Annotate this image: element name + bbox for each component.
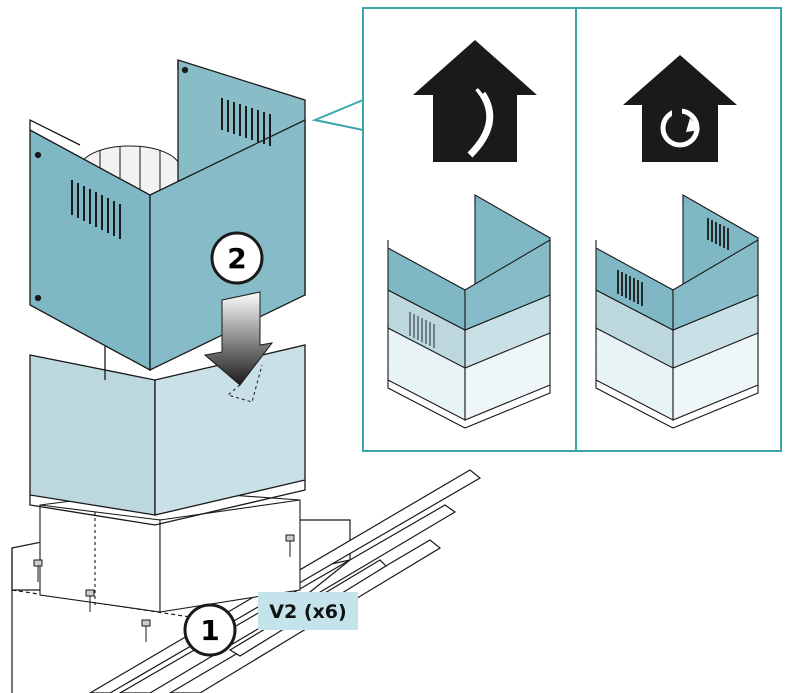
step-2-badge: 2 bbox=[210, 231, 264, 285]
step-2-number: 2 bbox=[227, 242, 246, 275]
screw-label: V2 (x6) bbox=[269, 601, 346, 623]
screw bbox=[85, 589, 95, 612]
vent-grille bbox=[221, 98, 271, 146]
step-1-number: 1 bbox=[200, 614, 219, 647]
house-exhaust-icon bbox=[413, 40, 537, 162]
chimney-exhaust-config bbox=[387, 194, 551, 429]
screw bbox=[141, 619, 151, 642]
screw bbox=[285, 534, 295, 557]
screw bbox=[33, 559, 43, 582]
chimney-recirculation-config bbox=[595, 194, 759, 429]
mounting-frame bbox=[39, 489, 301, 613]
vent-grille bbox=[409, 312, 435, 348]
house-recirculation-icon bbox=[623, 55, 737, 162]
screw-label-box: V2 (x6) bbox=[258, 592, 358, 630]
down-arrow-icon bbox=[203, 291, 274, 403]
lower-chimney-cover bbox=[29, 340, 306, 526]
vent-grille bbox=[617, 270, 643, 306]
vent-grille bbox=[71, 180, 121, 239]
vent-grille bbox=[707, 218, 729, 250]
step-1-badge: 1 bbox=[183, 603, 237, 657]
callout-pointer bbox=[311, 99, 364, 131]
screw-set bbox=[33, 534, 295, 642]
